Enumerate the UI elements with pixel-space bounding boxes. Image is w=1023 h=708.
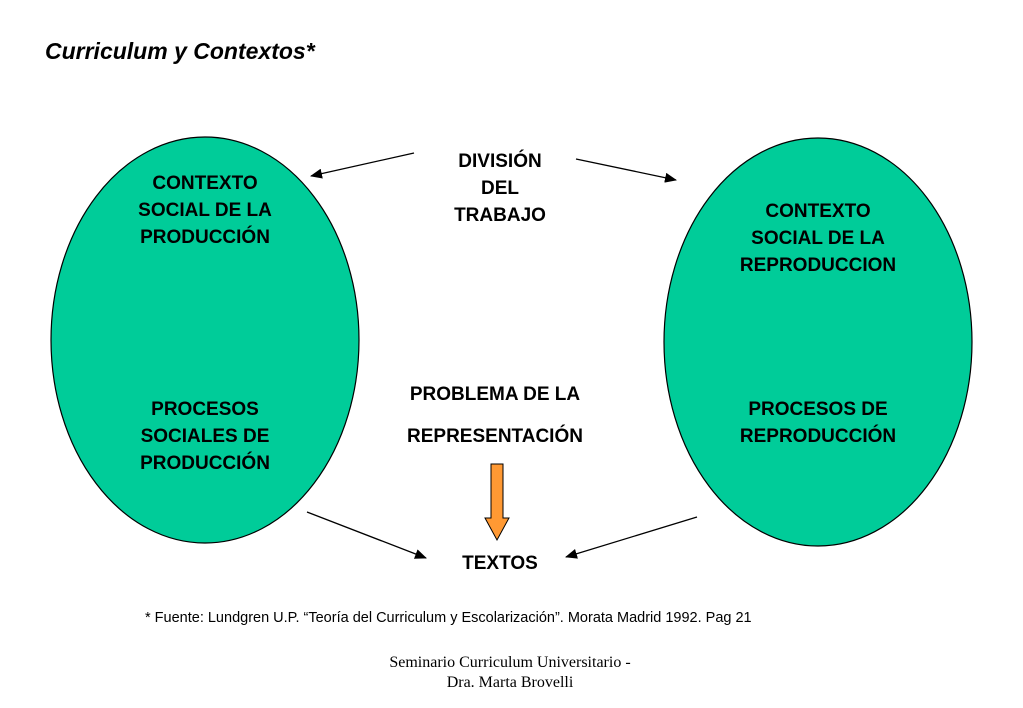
arrow-division-to-right bbox=[575, 158, 677, 183]
right-bottom-label: PROCESOS DE REPRODUCCIÓN bbox=[698, 396, 938, 450]
footer-line: Seminario Curriculum Universitario - bbox=[389, 654, 631, 671]
source-footnote: * Fuente: Lundgren U.P. “Teoría del Curr… bbox=[145, 610, 752, 626]
label-line: SOCIALES DE bbox=[140, 426, 270, 447]
label-line: CONTEXTO bbox=[152, 173, 258, 194]
label-line: PROBLEMA DE LA bbox=[409, 384, 581, 405]
label-line: REPRODUCCION bbox=[739, 255, 897, 276]
footer-line: Dra. Marta Brovelli bbox=[446, 674, 574, 691]
arrow-division-to-left bbox=[310, 152, 415, 179]
label-line: PROCESOS DE bbox=[748, 399, 888, 420]
problema-representacion-label: PROBLEMA DE LA REPRESENTACIÓN bbox=[360, 374, 630, 458]
textos-label: TEXTOS bbox=[462, 553, 538, 574]
label-line: REPRESENTACIÓN bbox=[407, 426, 583, 447]
left-bottom-label: PROCESOS SOCIALES DE PRODUCCIÓN bbox=[85, 396, 325, 477]
slide-title: Curriculum y Contextos* bbox=[45, 38, 315, 64]
label-line: PRODUCCIÓN bbox=[140, 453, 270, 474]
label-line: SOCIAL DE LA bbox=[138, 200, 272, 221]
right-context-ellipse bbox=[663, 137, 973, 547]
right-top-label: CONTEXTO SOCIAL DE LA REPRODUCCION bbox=[698, 198, 938, 279]
label-line: DEL bbox=[481, 178, 519, 199]
left-top-label: CONTEXTO SOCIAL DE LA PRODUCCIÓN bbox=[85, 170, 325, 251]
label-line: SOCIAL DE LA bbox=[751, 228, 885, 249]
label-line: TRABAJO bbox=[454, 205, 546, 226]
arrow-right-to-textos bbox=[565, 516, 698, 559]
label-line: CONTEXTO bbox=[765, 201, 871, 222]
label-line: REPRODUCCIÓN bbox=[739, 426, 897, 447]
down-arrow-to-textos bbox=[484, 463, 510, 542]
label-line: DIVISIÓN bbox=[458, 151, 542, 172]
left-context-ellipse bbox=[50, 136, 360, 544]
slide-footer: Seminario Curriculum Universitario - Dra… bbox=[320, 653, 700, 693]
arrow-left-to-textos bbox=[306, 511, 427, 559]
label-line: PRODUCCIÓN bbox=[140, 227, 270, 248]
label-line: PROCESOS bbox=[151, 399, 259, 420]
division-trabajo-label: DIVISIÓN DEL TRABAJO bbox=[400, 148, 600, 229]
